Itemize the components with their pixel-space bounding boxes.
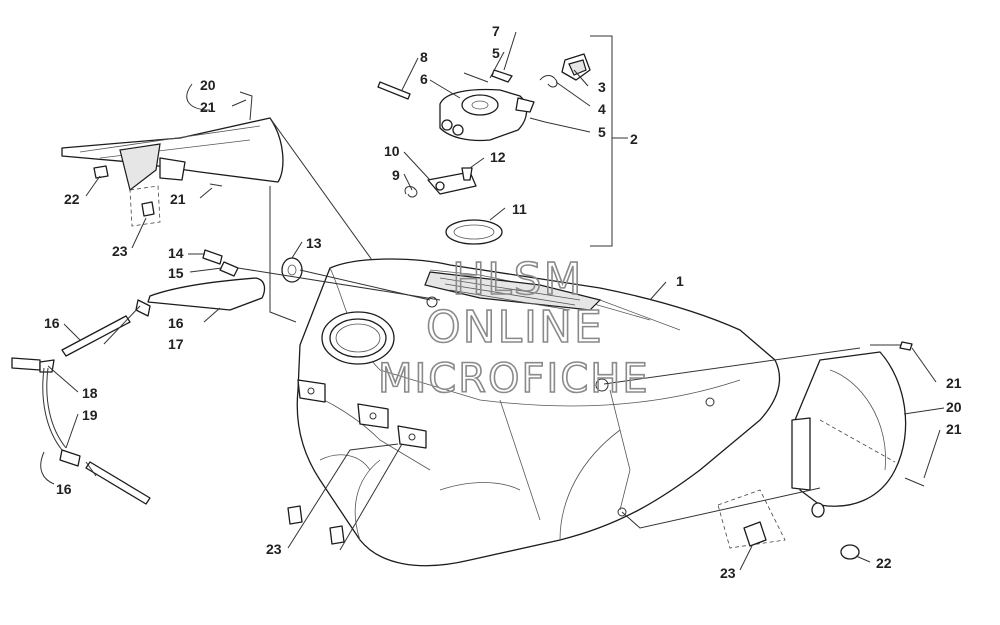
clip-23-lower	[287, 505, 345, 545]
callout-19: 19	[82, 407, 98, 423]
callout-22a: 22	[64, 191, 80, 207]
screw-12	[461, 167, 473, 181]
fitting-14	[202, 249, 223, 265]
watermark-line2: ONLINE	[426, 302, 604, 353]
right-shield	[717, 341, 925, 560]
callout-21d: 21	[946, 421, 962, 437]
callout-23a: 23	[112, 243, 128, 259]
callout-16a: 16	[44, 315, 60, 331]
callout-20a: 20	[200, 77, 216, 93]
callout-13: 13	[306, 235, 322, 251]
bolt-5a	[463, 72, 489, 83]
callout-8: 8	[420, 49, 428, 65]
callout-21b: 21	[170, 191, 186, 207]
callout-22b: 22	[876, 555, 892, 571]
bolt-5b	[529, 117, 546, 123]
callout-20b: 20	[946, 399, 962, 415]
callout-14: 14	[168, 245, 184, 261]
callout-23b: 23	[266, 541, 282, 557]
callout-17: 17	[168, 336, 184, 352]
clip-9	[404, 186, 418, 198]
callout-15: 15	[168, 265, 184, 281]
callout-21a: 21	[200, 99, 216, 115]
callout-6: 6	[420, 71, 428, 87]
callout-2: 2	[630, 131, 638, 147]
watermark-line3: MICROFICHE	[378, 356, 650, 402]
left-shield	[61, 91, 284, 227]
callout-18: 18	[82, 385, 98, 401]
watermark-line1: HLSM	[452, 254, 584, 305]
callout-7: 7	[492, 23, 500, 39]
callout-16b: 16	[168, 315, 184, 331]
pin-8	[377, 81, 411, 100]
callout-9: 9	[392, 167, 400, 183]
callout-4: 4	[598, 101, 606, 117]
watermark: HLSM ONLINE MICROFICHE	[377, 253, 650, 403]
fitting-15	[219, 261, 239, 277]
grommet-13	[281, 257, 303, 283]
fuel-tank	[296, 258, 781, 567]
callout-5a: 5	[492, 45, 500, 61]
callout-10: 10	[384, 143, 400, 159]
callout-labels: 1 2 3 4 5 5 6 7 8 9 10 11 12 13 14 15 16…	[44, 23, 962, 581]
clip-7	[491, 69, 513, 83]
callout-12: 12	[490, 149, 506, 165]
fuel-pump-cap	[439, 88, 535, 142]
knob-3	[561, 53, 591, 81]
callout-21c: 21	[946, 375, 962, 391]
callout-5b: 5	[598, 124, 606, 140]
hose-assembly	[11, 277, 266, 505]
callout-1: 1	[676, 273, 684, 289]
callout-23c: 23	[720, 565, 736, 581]
callout-3: 3	[598, 79, 606, 95]
callout-16c: 16	[56, 481, 72, 497]
callout-11: 11	[512, 201, 527, 217]
leader-lines	[40, 31, 945, 571]
spring-4	[539, 75, 558, 88]
gasket-11	[445, 219, 503, 245]
